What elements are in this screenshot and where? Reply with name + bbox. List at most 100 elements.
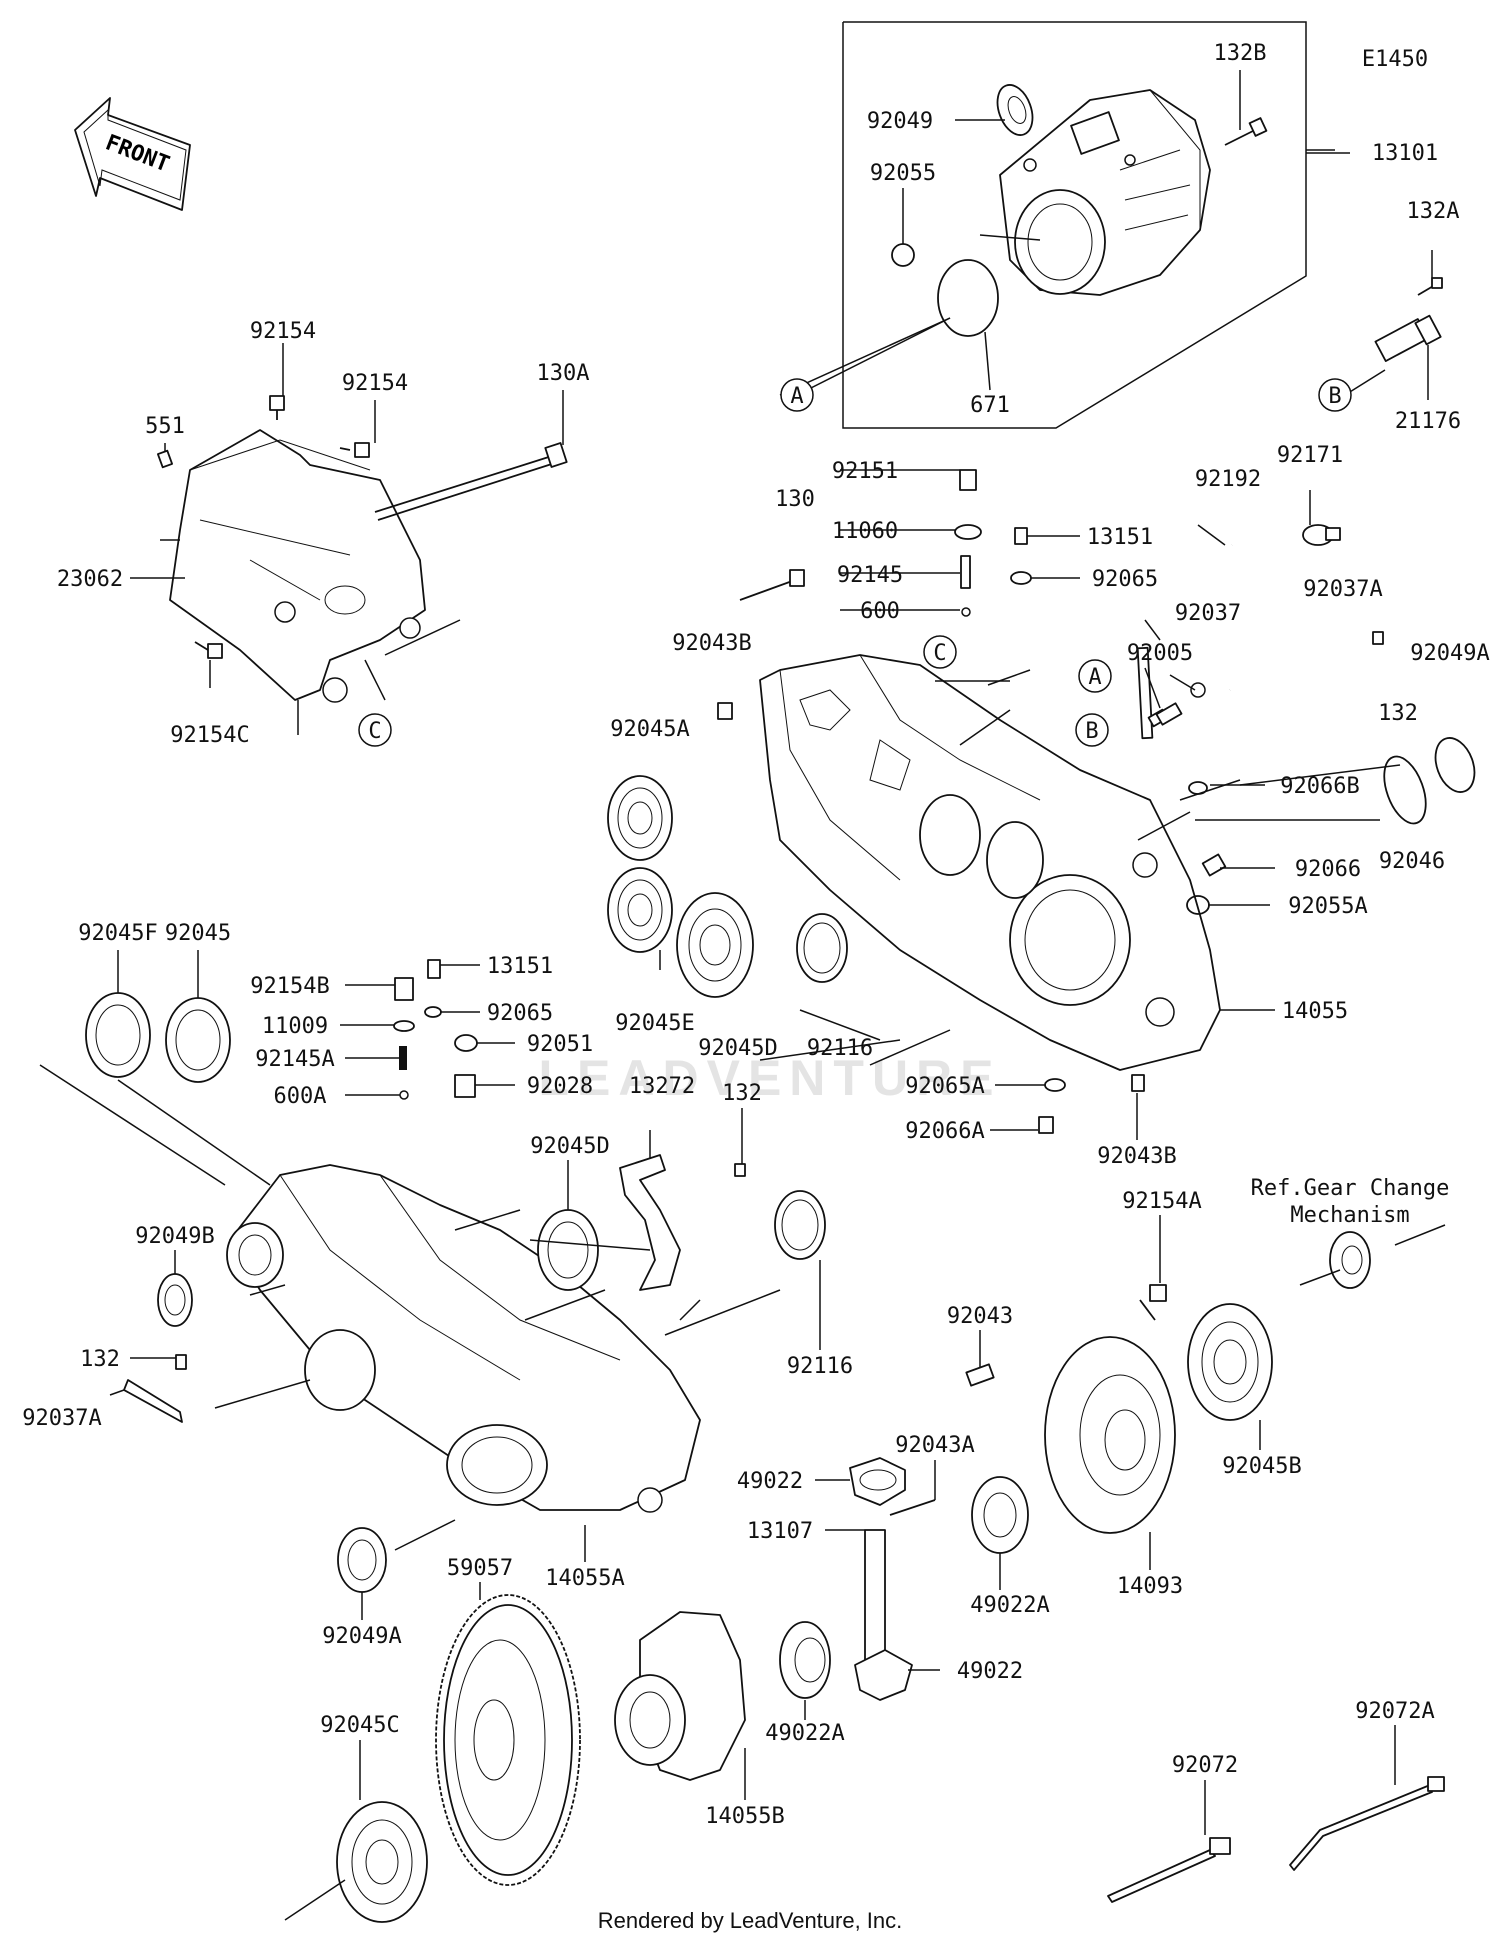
cable-tie-92072A xyxy=(1289,1776,1445,1871)
part-label: 14093 xyxy=(1117,1574,1183,1599)
part-label: 92045 xyxy=(165,921,231,946)
part-label: 21176 xyxy=(1395,409,1461,434)
part-label: 92045B xyxy=(1222,1454,1301,1479)
gear-49022-low xyxy=(854,1649,913,1701)
part-label: 92043B xyxy=(1097,1144,1176,1169)
part-label: 92043 xyxy=(947,1304,1013,1329)
hose-92192 xyxy=(1228,542,1272,691)
part-label: 92037 xyxy=(1175,601,1241,626)
bolt-132-upper xyxy=(1372,631,1384,645)
gear-49022A-right xyxy=(971,1476,1029,1554)
bearing-92045D-mid xyxy=(537,1209,599,1291)
bearing-92045A xyxy=(607,775,673,861)
callout-C-case: C xyxy=(923,635,957,669)
part-label: 92154 xyxy=(250,319,316,344)
part-label: 92154A xyxy=(1122,1189,1201,1214)
bolt-130A xyxy=(374,442,568,521)
bracket-23062 xyxy=(169,429,426,703)
part-label: 92065 xyxy=(1092,567,1158,592)
callout-label: B xyxy=(1085,719,1098,744)
part-label: 92043A xyxy=(895,1433,974,1458)
gear-change-mechanism xyxy=(1329,1231,1371,1289)
callout-C-bracket: C xyxy=(358,713,392,747)
diagram-code: E1450 xyxy=(1362,47,1428,72)
part-label: 600 xyxy=(860,599,900,624)
bearing-92045D-upper xyxy=(676,892,754,998)
sensor-21176 xyxy=(1374,277,1443,362)
part-label: 49022 xyxy=(737,1469,803,1494)
bolt-92154-a xyxy=(269,395,285,420)
bolt-92154C xyxy=(194,641,223,659)
part-label: 92145 xyxy=(837,563,903,588)
part-label: 92171 xyxy=(1277,443,1343,468)
part-label: 14055 xyxy=(1282,999,1348,1024)
callout-label: C xyxy=(933,641,946,666)
motor-assembly-box xyxy=(842,21,1350,429)
shaft-13107 xyxy=(864,1529,886,1661)
part-label: 92043B xyxy=(672,631,751,656)
part-label: 92045F xyxy=(78,921,157,946)
part-label: 130 xyxy=(775,487,815,512)
oil-seal-92049 xyxy=(996,84,1034,136)
part-label: 92005 xyxy=(1127,641,1193,666)
part-label: 92072A xyxy=(1355,1699,1434,1724)
part-label: 92045D xyxy=(698,1036,777,1061)
ref-note-line1: Ref.Gear Change xyxy=(1251,1176,1450,1201)
part-label: 92066A xyxy=(905,1119,984,1144)
part-label: 92154C xyxy=(170,723,249,748)
part-label: 13107 xyxy=(747,1519,813,1544)
part-label: 92028 xyxy=(527,1074,593,1099)
callout-label: A xyxy=(790,384,803,409)
part-label: 92151 xyxy=(832,459,898,484)
bearing-92045E xyxy=(607,867,673,953)
part-label: 92116 xyxy=(807,1036,873,1061)
part-label: 92046 xyxy=(1379,849,1445,874)
gear-49022A-low xyxy=(779,1621,831,1699)
part-label: 11009 xyxy=(262,1014,328,1039)
crankcase-14055A xyxy=(226,1164,701,1513)
dowel-92043 xyxy=(965,1363,995,1387)
gear-59057 xyxy=(435,1594,581,1886)
part-label: 49022A xyxy=(765,1721,844,1746)
part-label: 132A xyxy=(1407,199,1460,224)
part-label: 92049A xyxy=(1410,641,1489,666)
part-label: 59057 xyxy=(447,1556,513,1581)
part-label: 92154B xyxy=(250,974,329,999)
part-label: 92037A xyxy=(1303,577,1382,602)
callout-label: A xyxy=(1088,665,1101,690)
diff-case-14055B xyxy=(614,1611,746,1781)
part-label: 92037A xyxy=(22,1406,101,1431)
part-label: 132 xyxy=(80,1347,120,1372)
clamp-92037 xyxy=(1190,682,1206,698)
part-label: 92051 xyxy=(527,1032,593,1057)
collar-92116-upper xyxy=(796,913,848,983)
part-label: 132B xyxy=(1214,41,1267,66)
seal-92049A-low xyxy=(337,1527,387,1593)
bolt-92154-b xyxy=(339,442,370,458)
part-label: 13151 xyxy=(487,954,553,979)
clamp-92171 xyxy=(1302,524,1341,546)
part-label: 92049 xyxy=(867,109,933,134)
part-label: 130A xyxy=(537,361,590,386)
part-label: 49022A xyxy=(970,1593,1049,1618)
pin-92043A xyxy=(889,1499,936,1516)
part-label: 23062 xyxy=(57,567,123,592)
callout-A-upper: A xyxy=(780,378,814,412)
part-label: 551 xyxy=(145,414,185,439)
callout-label: C xyxy=(368,719,381,744)
callout-B-case: B xyxy=(1075,713,1109,747)
bearing-92045B xyxy=(1187,1303,1273,1421)
part-label: 92066B xyxy=(1280,774,1359,799)
bearing-92045F xyxy=(85,992,151,1078)
part-label: 92055 xyxy=(870,161,936,186)
part-label: 92049B xyxy=(135,1224,214,1249)
part-label: 92116 xyxy=(787,1354,853,1379)
part-label: 49022 xyxy=(957,1659,1023,1684)
part-label: 671 xyxy=(970,393,1010,418)
part-label: 92045D xyxy=(530,1134,609,1159)
part-label: 92145A xyxy=(255,1047,334,1072)
part-label: 92045A xyxy=(610,717,689,742)
motor-13101 xyxy=(999,89,1211,296)
shift-fork-13272 xyxy=(619,1154,681,1291)
part-label: 92045C xyxy=(320,1713,399,1738)
